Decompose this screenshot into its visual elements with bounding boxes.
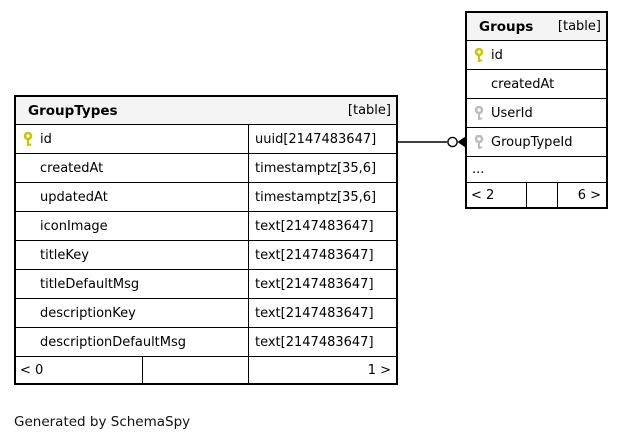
table-name: GroupTypes	[28, 102, 118, 119]
footer-parents-count: < 2	[467, 183, 527, 207]
table-row: descriptionDefaultMsg text[2147483647]	[16, 328, 396, 357]
table-header: Groups [table]	[467, 13, 606, 41]
foreign-key-icon	[467, 105, 491, 121]
column-name: createdAt	[491, 76, 555, 92]
column-type: timestamptz[35,6]	[255, 160, 377, 176]
column-name: descriptionDefaultMsg	[40, 334, 187, 350]
column-name: id	[40, 131, 52, 147]
table-row: updatedAt timestamptz[35,6]	[16, 183, 396, 212]
column-name: createdAt	[40, 160, 104, 176]
table-footer: < 2 6 >	[467, 183, 606, 207]
table-row: titleDefaultMsg text[2147483647]	[16, 270, 396, 299]
column-name: GroupTypeId	[491, 134, 573, 150]
fk-relationship-connector	[398, 136, 465, 148]
column-type: text[2147483647]	[255, 305, 374, 321]
column-name: id	[491, 47, 503, 63]
arrowhead-icon	[457, 136, 465, 148]
table-grouptypes[interactable]: GroupTypes [table] id uuid[2147483647] c…	[14, 95, 398, 385]
table-row: descriptionKey text[2147483647]	[16, 299, 396, 328]
column-name: ...	[472, 162, 485, 177]
column-type: text[2147483647]	[255, 247, 374, 263]
table-row: GroupTypeId	[467, 128, 606, 157]
column-type: text[2147483647]	[255, 334, 374, 350]
table-header: GroupTypes [table]	[16, 97, 396, 125]
table-row-ellipsis: ...	[467, 157, 606, 183]
footer-parents-count: < 0	[16, 357, 143, 383]
column-name: descriptionKey	[40, 305, 136, 321]
column-name: titleDefaultMsg	[40, 276, 140, 292]
table-row: createdAt	[467, 70, 606, 99]
column-name: titleKey	[40, 247, 89, 263]
primary-key-icon	[467, 47, 491, 63]
foreign-key-icon	[467, 134, 491, 150]
footer-children-count: 1 >	[367, 362, 391, 378]
footer-middle-cell	[527, 183, 558, 207]
table-type-badge: [table]	[347, 103, 391, 118]
column-type: uuid[2147483647]	[255, 131, 377, 147]
column-name: iconImage	[40, 218, 108, 234]
column-name: UserId	[491, 105, 533, 121]
table-name: Groups	[479, 18, 534, 35]
table-groups[interactable]: Groups [table] id createdAt	[465, 11, 608, 209]
column-type: timestamptz[35,6]	[255, 189, 377, 205]
table-type-badge: [table]	[557, 19, 601, 34]
column-type: text[2147483647]	[255, 276, 374, 292]
table-row: UserId	[467, 99, 606, 128]
column-type: text[2147483647]	[255, 218, 374, 234]
table-row: createdAt timestamptz[35,6]	[16, 154, 396, 183]
table-footer: < 0 1 >	[16, 357, 396, 383]
table-row: id uuid[2147483647]	[16, 125, 396, 154]
footer-middle-cell	[143, 357, 249, 383]
column-name: updatedAt	[40, 189, 108, 205]
table-row: titleKey text[2147483647]	[16, 241, 396, 270]
table-row: id	[467, 41, 606, 70]
zero-or-one-circle-icon	[447, 136, 458, 148]
table-row: iconImage text[2147483647]	[16, 212, 396, 241]
footer-children-count: 6 >	[577, 187, 601, 203]
primary-key-icon	[16, 131, 40, 147]
generated-by-label: Generated by SchemaSpy	[14, 414, 191, 430]
